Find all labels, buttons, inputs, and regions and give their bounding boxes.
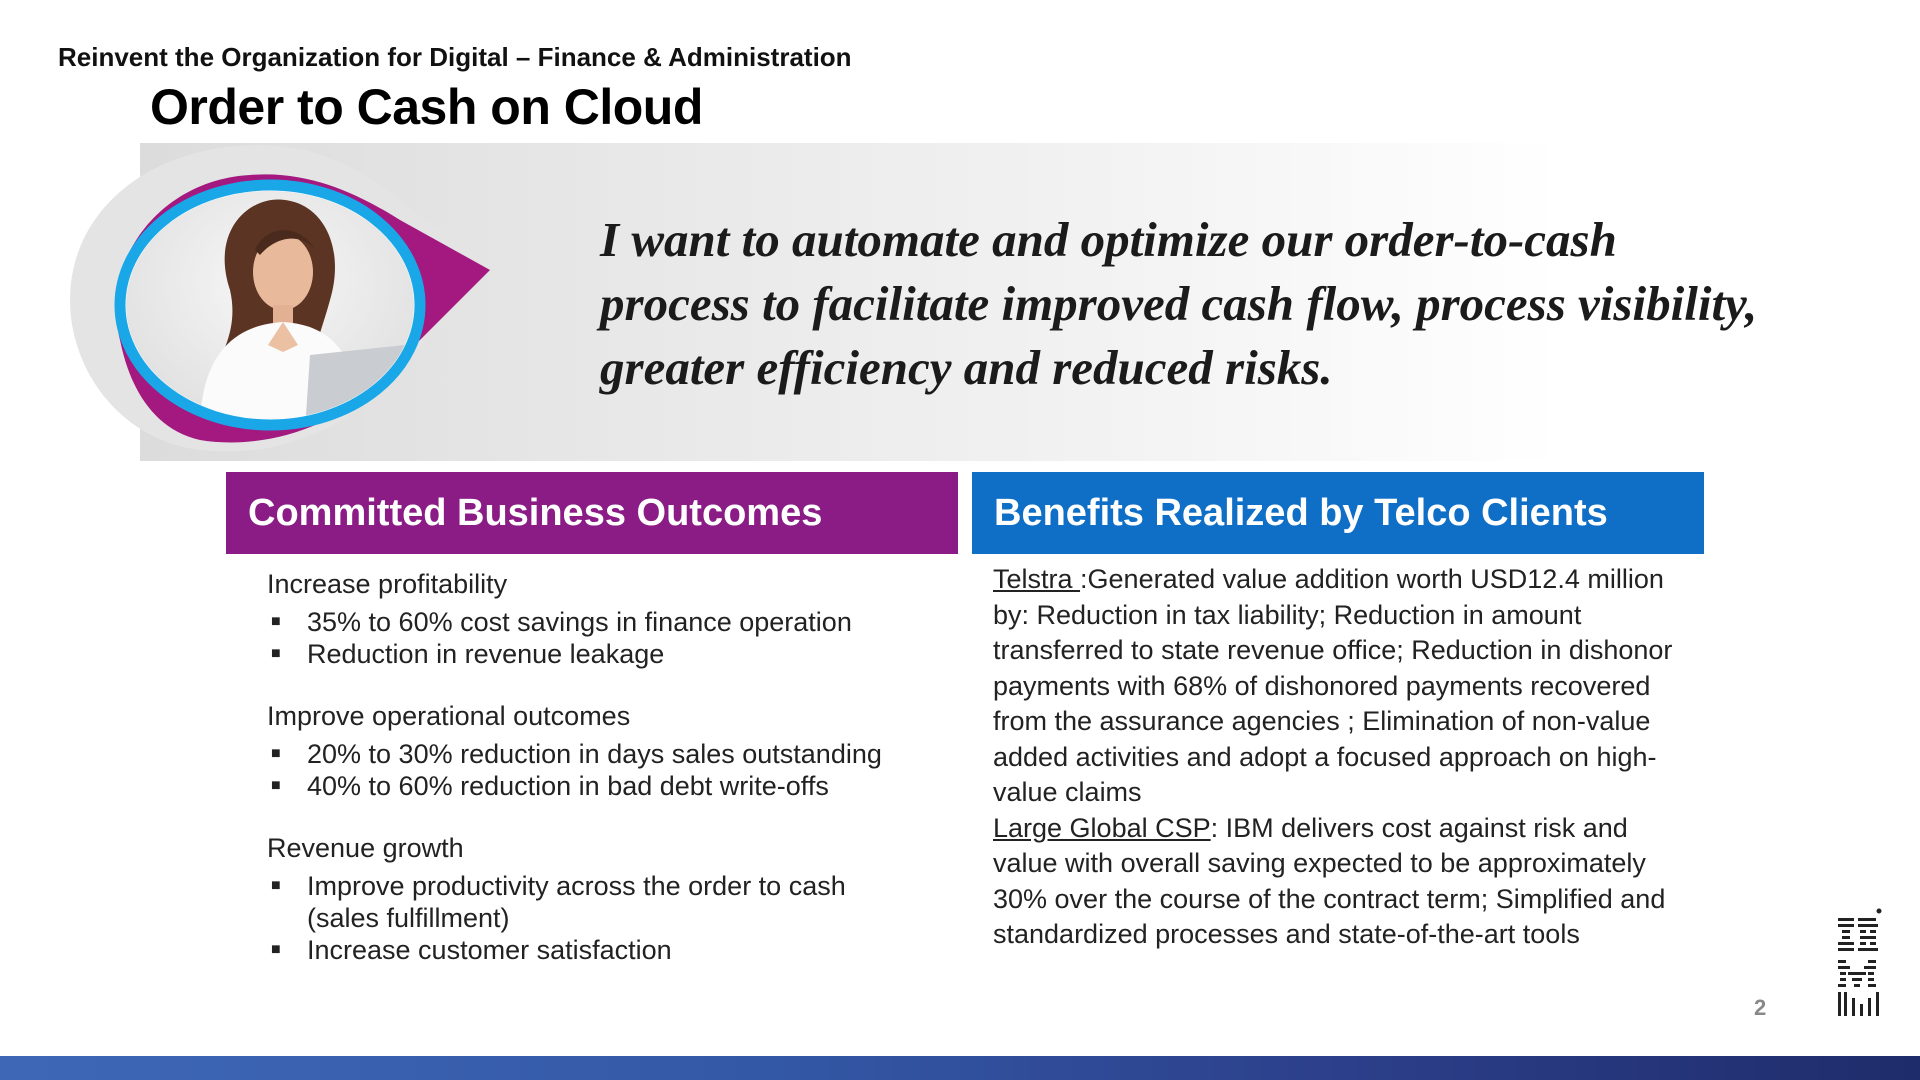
list-item-text: Reduction in revenue leakage <box>307 639 665 669</box>
bullet-icon: ■ <box>271 645 281 662</box>
bottom-bar <box>0 1056 1920 1080</box>
telstra-text: :Generated value addition worth USD12.4 … <box>993 564 1673 807</box>
list-item-text: 35% to 60% cost savings in finance opera… <box>307 607 852 637</box>
bullet-icon: ■ <box>271 777 281 794</box>
outcome-group-label: Revenue growth <box>267 833 464 863</box>
bullet-icon: ■ <box>271 941 281 958</box>
benefits-text: Telstra :Generated value addition worth … <box>993 562 1693 953</box>
bullet-icon: ■ <box>271 613 281 630</box>
csp-text: : IBM delivers cost against risk and val… <box>993 812 1666 950</box>
list-item-text: 40% to 60% reduction in bad debt write-o… <box>307 771 829 801</box>
bullet-icon: ■ <box>271 877 281 894</box>
supertitle: Reinvent the Organization for Digital – … <box>58 42 852 72</box>
list-item: ■ Improve productivity across the order t… <box>267 870 917 934</box>
persona-quote: I want to automate and optimize our orde… <box>600 212 1758 395</box>
page-number: 2 <box>1754 995 1767 1020</box>
outcome-group: Improve operational outcomes ■ 20% to 30%… <box>267 700 917 802</box>
list-item-text: Improve productivity across the order to… <box>307 871 846 933</box>
benefits-heading: Benefits Realized by Telco Clients <box>972 472 1704 554</box>
list-item-text: 20% to 30% reduction in days sales outst… <box>307 739 882 769</box>
outcomes-list: Increase profitability ■ 35% to 60% cost … <box>267 568 917 996</box>
outcome-group: Revenue growth ■ Improve productivity acr… <box>267 832 917 966</box>
list-item: ■ Reduction in revenue leakage <box>267 638 917 670</box>
list-item: ■ 20% to 30% reduction in days sales outs… <box>267 738 917 770</box>
outcome-group-label: Improve operational outcomes <box>267 701 631 731</box>
bullet-icon: ■ <box>271 745 281 762</box>
list-item-text: Increase customer satisfaction <box>307 935 672 965</box>
list-item: ■ 35% to 60% cost savings in finance oper… <box>267 606 917 638</box>
committed-outcomes-heading: Committed Business Outcomes <box>226 472 958 554</box>
persona-avatar <box>70 145 491 452</box>
list-item: ■ Increase customer satisfaction <box>267 934 917 966</box>
outcome-group-label: Increase profitability <box>267 569 508 599</box>
page-title: Order to Cash on Cloud <box>150 79 703 135</box>
list-item: ■ 40% to 60% reduction in bad debt write-… <box>267 770 917 802</box>
outcome-group: Increase profitability ■ 35% to 60% cost … <box>267 568 917 670</box>
telstra-label: Telstra <box>993 564 1081 594</box>
ibm-logo-icon <box>1838 908 1882 1016</box>
csp-label: Large Global CSP <box>993 812 1211 843</box>
